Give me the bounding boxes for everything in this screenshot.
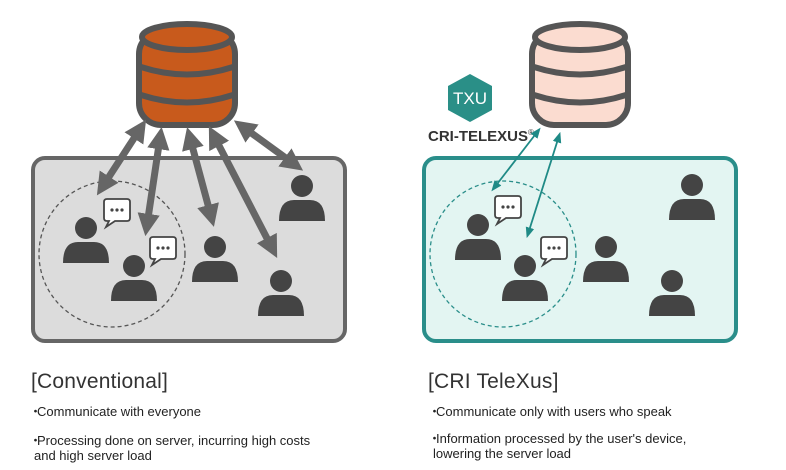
telexus-bullet-2-line-1: Information processed by the user's devi… [436, 431, 687, 446]
telexus-bullet-1: ・Communicate only with users who speak [428, 404, 672, 419]
telexus-logo: TXU CRI-TELEXUS® [428, 74, 534, 145]
bullet-dot: ・ [29, 433, 43, 448]
cri-telexus-wordmark: CRI-TELEXUS® [428, 128, 534, 145]
telexus-bullet-1-text: Communicate only with users who speak [436, 404, 672, 419]
conventional-bullet-2-line-1: Processing done on server, incurring hig… [37, 433, 311, 448]
conventional-server-icon [136, 21, 238, 128]
conventional-bullet-2: ・Processing done on server, incurring hi… [29, 433, 310, 463]
telexus-server-icon [529, 21, 631, 128]
conventional-arrow-user5 [233, 120, 304, 171]
telexus-arrow-user2 [525, 131, 562, 239]
bullet-dot: ・ [428, 404, 442, 419]
bullet-dot: ・ [428, 431, 442, 446]
conventional-arrow-user4 [208, 126, 278, 258]
telexus-heading: [CRI TeleXus] [428, 370, 559, 393]
conventional-heading: [Conventional] [31, 370, 169, 393]
conventional-arrow-user1 [96, 119, 147, 196]
conventional-bullet-1: ・Communicate with everyone [29, 404, 201, 419]
bullet-dot: ・ [29, 404, 43, 419]
conventional-connection-arrows [96, 119, 304, 258]
txu-hexagon-badge [448, 74, 492, 122]
conventional-arrow-user2 [137, 126, 170, 237]
telexus-bullet-2: ・Information processed by the user's dev… [428, 431, 686, 461]
conventional-arrow-user3 [182, 127, 219, 227]
conventional-bullet-2-line-2: and high server load [34, 448, 152, 463]
telexus-bullet-2-line-2: lowering the server load [433, 446, 572, 461]
telexus-connection-arrows [491, 127, 562, 239]
conventional-bullet-1-text: Communicate with everyone [37, 404, 202, 419]
txu-badge-text: TXU [453, 89, 487, 108]
